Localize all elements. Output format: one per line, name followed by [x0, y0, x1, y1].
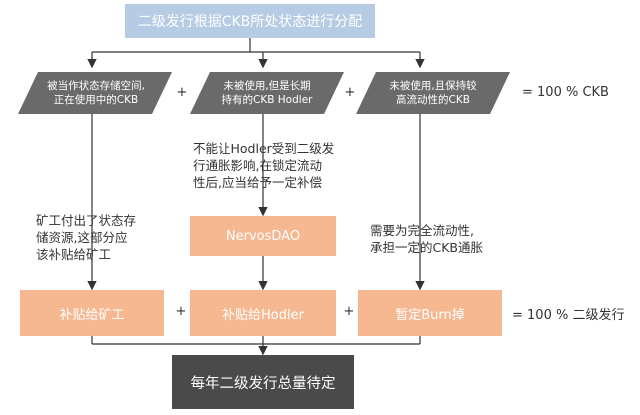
issuance-allocation-title: 二级发行根据CKB所处状态进行分配: [137, 14, 363, 30]
nervosdao-box: NervosDAO: [190, 216, 336, 256]
state-label-2-line2: 持有的CKB Hodler: [221, 94, 313, 106]
miner-note-line1: 矿工付出了状态存: [36, 213, 137, 228]
miner-note-line3: 该补贴给矿工: [36, 247, 112, 262]
hodler-note: 不能让Hodler受到二级发 行通胀影响,在锁定流动 性后,应当给予一定补偿: [193, 140, 353, 191]
state-label-3-line1: 未被使用,且保持较: [389, 80, 477, 92]
hodler-note-line2: 行通胀影响,在锁定流动: [193, 158, 322, 173]
burn-note: 需要为完全流动性, 承担一定的CKB通胀: [370, 222, 520, 256]
state-label-1-line2: 正在使用中的CKB: [53, 94, 139, 106]
allocation-miner-box: 补贴给矿工: [20, 290, 164, 336]
allocation-miner-label: 补贴给矿工: [59, 307, 125, 323]
state-label-3-line2: 高流动性的CKB: [396, 94, 470, 106]
state-label-2-line1: 未被使用,但是长期: [223, 80, 311, 92]
plus-sign: +: [343, 304, 355, 319]
state-label-1-line1: 被当作状态存储空间,: [47, 80, 145, 92]
annual-issuance-box: 每年二级发行总量待定: [172, 355, 354, 409]
plus-sign: +: [175, 304, 187, 319]
allocation-sum-label: = 100 % 二级发行: [512, 308, 625, 323]
miner-note-line2: 储资源,这部分应: [36, 230, 128, 245]
miner-note: 矿工付出了状态存 储资源,这部分应 该补贴给矿工: [36, 212, 166, 263]
nervosdao-label: NervosDAO: [225, 228, 301, 244]
burn-note-line2: 承担一定的CKB通胀: [370, 240, 484, 255]
state-label-1: 被当作状态存储空间, 正在使用中的CKB: [30, 73, 162, 113]
state-label-2: 未被使用,但是长期 持有的CKB Hodler: [200, 73, 334, 113]
state-parallelogram-3: [356, 72, 510, 114]
state-parallelogram-1: [18, 72, 172, 114]
plus-sign: +: [176, 85, 188, 100]
allocation-burn-label: 暂定Burn掉: [395, 307, 465, 323]
allocation-burn-box: 暂定Burn掉: [358, 290, 502, 336]
allocation-hodler-label: 补贴给Hodler: [222, 307, 304, 323]
hodler-note-line1: 不能让Hodler受到二级发: [193, 141, 335, 156]
hodler-note-line3: 性后,应当给予一定补偿: [193, 175, 322, 190]
issuance-allocation-header: 二级发行根据CKB所处状态进行分配: [125, 4, 375, 38]
state-sum-label: = 100 % CKB: [522, 85, 609, 100]
burn-note-line1: 需要为完全流动性,: [370, 223, 474, 238]
state-parallelogram-2: [190, 72, 344, 114]
annual-issuance-label: 每年二级发行总量待定: [190, 375, 336, 392]
allocation-hodler-box: 补贴给Hodler: [190, 290, 336, 336]
plus-sign: +: [344, 85, 356, 100]
state-label-3: 未被使用,且保持较 高流动性的CKB: [366, 73, 500, 113]
